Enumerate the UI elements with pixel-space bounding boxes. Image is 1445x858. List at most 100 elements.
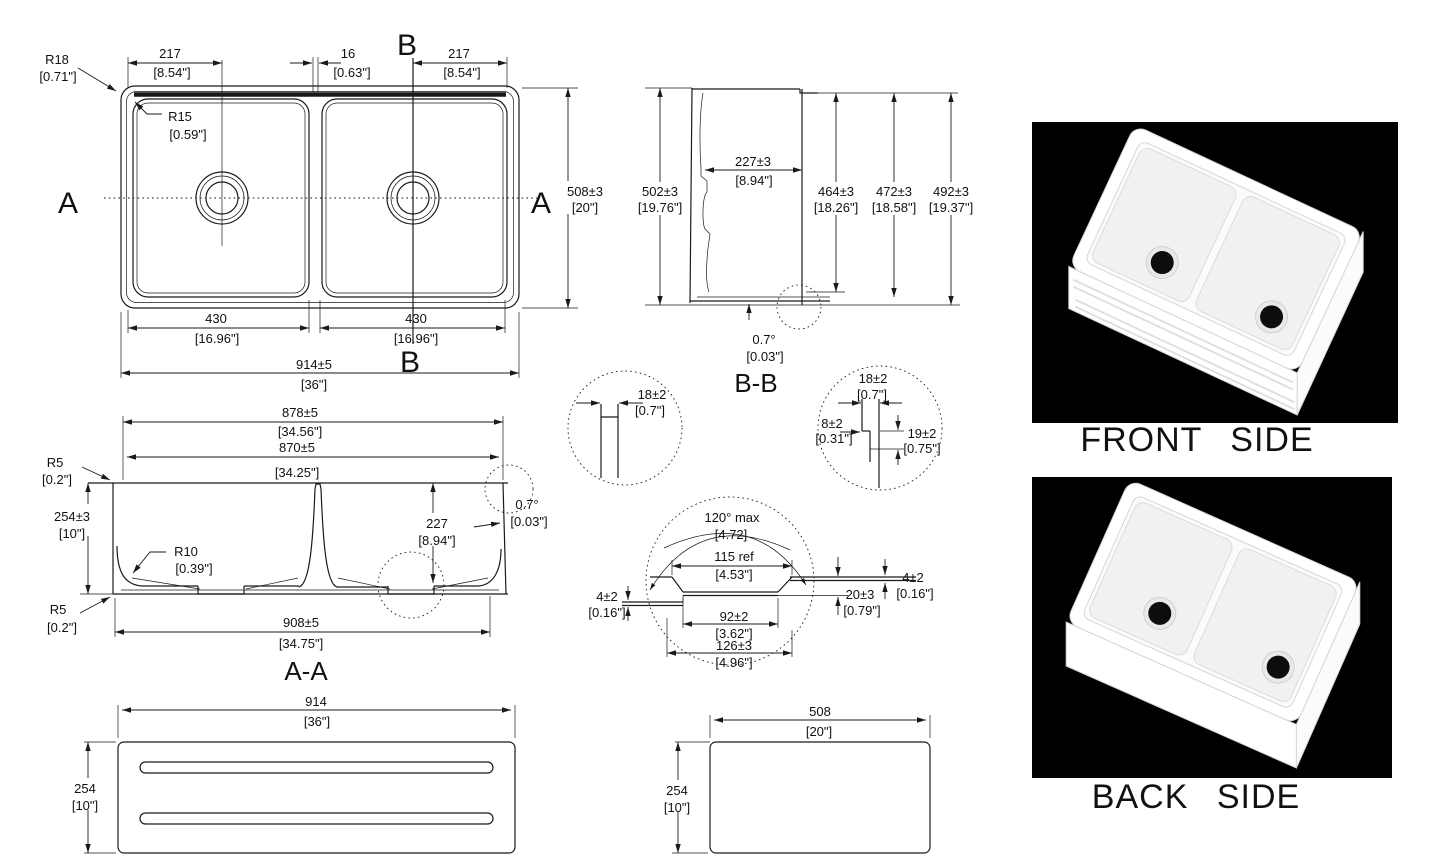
dim-draft-angle: 0.7°	[515, 497, 538, 512]
section-bb-title: B-B	[734, 368, 777, 398]
dim-d1-mm: 464±3	[818, 184, 854, 199]
dim-bowl-w-right-mm: 430	[405, 311, 427, 326]
dim-bottom-side-h: 254	[666, 783, 688, 798]
apron-slot-top	[139, 761, 494, 774]
dim-bowl-cc-right-in: [8.54"]	[443, 65, 480, 80]
render-back-label: BACK SIDE	[1092, 778, 1300, 816]
dim-d1-in: [18.26"]	[814, 200, 858, 215]
dim-overall-w-in: [36"]	[301, 377, 327, 392]
detail-divider-w: 18±2	[638, 387, 667, 402]
detail-drain-ref-in: [4.53"]	[715, 567, 752, 582]
render-back-side: BACK SIDE	[1032, 477, 1392, 816]
render-back-left-bowl	[1089, 502, 1233, 656]
section-label-a-left: A	[58, 187, 78, 220]
dim-d3-mm: 492±3	[933, 184, 969, 199]
detail-wall-w: 18±2	[859, 371, 888, 386]
detail-drain-t-left: 4±2	[596, 589, 618, 604]
radius-r5-top: R5	[47, 455, 64, 470]
sink-top-face-back	[1069, 482, 1357, 722]
radius-r10-in: [0.39"]	[175, 561, 212, 576]
dim-bowl-cc-right-mm: 217	[448, 46, 470, 61]
dim-base-w-mm: 908±5	[283, 615, 319, 630]
section-label-b-bottom: B	[400, 346, 420, 379]
dim-overall-w-mm: 914±5	[296, 357, 332, 372]
dim-height-in: [10"]	[59, 526, 85, 541]
dim-draft-bb: 0.7°	[752, 332, 775, 347]
detail-wall-step: 8±2	[821, 416, 843, 431]
detail-drain-recess: 120° max [4.72] 115 ref [4.53"] 92±2 [3.…	[588, 496, 934, 670]
section-bb: 502±3 [19.76"] 227±3 [8.94"] 464±3 [18.2…	[630, 87, 980, 398]
sink-top-face-front	[1072, 128, 1360, 370]
right-bowl-outline	[321, 98, 508, 298]
dim-height-mm: 254±3	[54, 509, 90, 524]
plan-view: 217 [8.54"] 16 [0.63"] 217 [8.54"] B A A…	[39, 29, 612, 392]
dim-inner-w-in: [34.25"]	[275, 465, 319, 480]
detail-drain-depth: 20±3	[846, 587, 875, 602]
dim-bowl-cc-left-in: [8.54"]	[153, 65, 190, 80]
dim-d2-in: [18.58"]	[872, 200, 916, 215]
bottom-view-side: 508 [20"] 254 [10"]	[654, 704, 931, 854]
dim-draft-angle-in: [0.03"]	[510, 514, 547, 529]
detail-drain-t-right: 4±2	[902, 570, 924, 585]
section-label-a-right: A	[531, 187, 551, 220]
dim-bottom-side-w: 508	[809, 704, 831, 719]
dim-bottom-front-h: 254	[74, 781, 96, 796]
render-drain-right	[1260, 305, 1284, 329]
dim-bottom-front-w-in: [36"]	[304, 714, 330, 729]
dim-outer-depth-mm: 502±3	[642, 184, 678, 199]
radius-r18-in: [0.71"]	[39, 69, 76, 84]
detail-wall-h-in: [0.75"]	[903, 441, 940, 456]
detail-drain-t-left-in: [0.16"]	[588, 605, 625, 620]
detail-drain-angle: 120° max	[704, 510, 760, 525]
render-back-drain-left	[1148, 601, 1172, 625]
dim-bowl-w-left-in: [16.96"]	[195, 331, 239, 346]
detail-drain-inner-w-in: [3.62"]	[715, 626, 752, 641]
render-drain-left	[1150, 251, 1174, 275]
dim-d2-mm: 472±3	[876, 184, 912, 199]
render-front-side: FRONT SIDE	[1032, 122, 1398, 459]
detail-drain-t-right-in: [0.16"]	[896, 586, 933, 601]
dim-divider-mm: 16	[341, 46, 355, 61]
dim-bottom-side-h-in: [10"]	[664, 800, 690, 815]
detail-drain-ref: 115 ref	[714, 549, 754, 564]
detail-wall-step-in: [0.31"]	[815, 431, 852, 446]
dim-d3-in: [19.37"]	[929, 200, 973, 215]
radius-r18: R18	[45, 52, 69, 67]
detail-drain-angle-in: [4.72]	[715, 527, 748, 542]
dim-depth-in: [20"]	[572, 200, 598, 215]
dim-divider-in: [0.63"]	[333, 65, 370, 80]
dim-inner-w-mm: 870±5	[279, 440, 315, 455]
dim-top-w-in: [34.56"]	[278, 424, 322, 439]
detail-drain-depth-in: [0.79"]	[843, 603, 880, 618]
render-right-bowl	[1195, 196, 1340, 351]
detail-divider-wall: 18±2 [0.7"]	[567, 370, 683, 486]
dim-base-w-in: [34.75"]	[279, 636, 323, 651]
radius-r15-in: [0.59"]	[169, 127, 206, 142]
dim-bowl-depth-in: [8.94"]	[418, 533, 455, 548]
section-label-b-top: B	[397, 29, 417, 62]
dim-bottom-front-h-in: [10"]	[72, 798, 98, 813]
render-left-bowl	[1092, 147, 1237, 302]
dim-draft-bb-in: [0.03"]	[746, 349, 783, 364]
dim-bottom-front-w: 914	[305, 694, 327, 709]
apron-slot-bottom	[139, 812, 494, 825]
dim-depth-mm: 508±3	[567, 184, 603, 199]
dim-bowl-depth-bb-in: [8.94"]	[735, 173, 772, 188]
radius-r10: R10	[174, 544, 198, 559]
detail-wall-w-in: [0.7"]	[857, 387, 887, 402]
dim-bowl-cc-left-mm: 217	[159, 46, 181, 61]
detail-divider-w-in: [0.7"]	[635, 403, 665, 418]
dim-bottom-side-w-in: [20"]	[806, 724, 832, 739]
radius-r15: R15	[168, 109, 192, 124]
detail-drain-outer-w: 126±3	[716, 638, 752, 653]
render-back-drain-right	[1266, 655, 1290, 679]
dim-top-w-mm: 878±5	[282, 405, 318, 420]
radius-r5-top-in: [0.2"]	[42, 472, 72, 487]
detail-drain-outer-w-in: [4.96"]	[715, 655, 752, 670]
detail-drain-inner-w: 92±2	[720, 609, 749, 624]
radius-r5-bottom: R5	[50, 602, 67, 617]
bottom-view-front: 914 [36"] 254 [10"]	[62, 694, 516, 854]
dim-outer-depth-in: [19.76"]	[638, 200, 682, 215]
dim-bowl-depth-mm: 227	[426, 516, 448, 531]
